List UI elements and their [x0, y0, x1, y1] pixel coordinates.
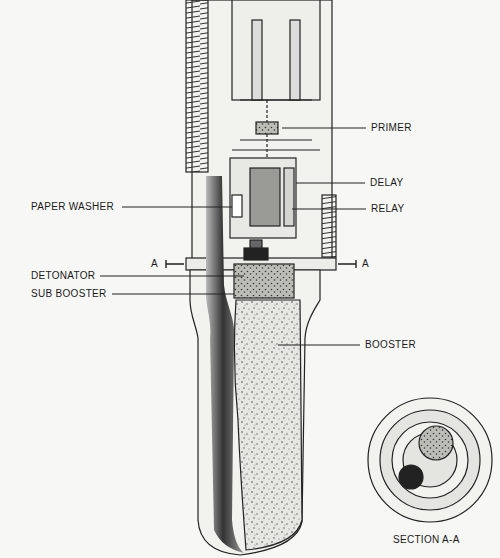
- part-label: PAPER WASHER: [30, 201, 115, 213]
- section-letter: A: [150, 258, 159, 270]
- section-marker: [166, 260, 356, 268]
- part-label: DELAY: [369, 177, 405, 189]
- part-label: DETONATOR: [30, 270, 96, 282]
- part-label: RELAY: [370, 203, 406, 215]
- section-view: [368, 398, 492, 522]
- fuze-body: [186, 0, 336, 555]
- part-label: SUB BOOSTER: [30, 288, 108, 300]
- part-label: PRIMER: [370, 122, 413, 134]
- part-label: BOOSTER: [364, 339, 417, 351]
- part-label: SECTION A-A: [392, 534, 461, 546]
- leader-line: [100, 128, 366, 345]
- section-letter: A: [361, 258, 370, 270]
